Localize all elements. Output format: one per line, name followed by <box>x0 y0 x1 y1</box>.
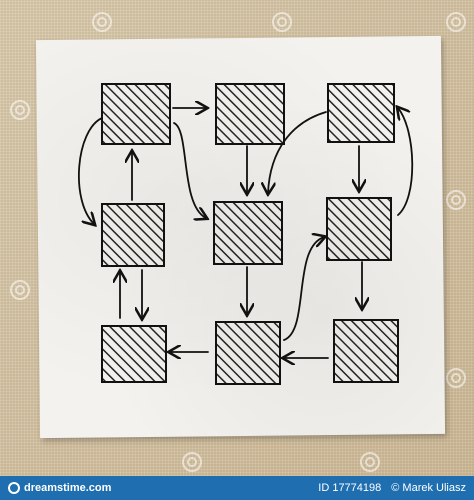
cyan-box-outline <box>333 319 399 383</box>
watermark-icon <box>10 100 30 120</box>
image-id: ID 17774198 <box>318 482 382 494</box>
pink-box <box>215 321 281 385</box>
cyan-box <box>333 319 399 383</box>
gray-box-outline <box>101 325 167 383</box>
red-box-hatching <box>102 84 170 144</box>
arrow-teal-to-yellow <box>268 111 327 193</box>
yellow-box <box>213 201 283 265</box>
teal-box-hatching <box>328 84 394 142</box>
green-box-outline <box>101 203 165 267</box>
pink-box-hatching <box>216 322 280 384</box>
watermark-icon <box>446 12 466 32</box>
pink-box-outline <box>215 321 281 385</box>
arrow-pink-to-orange <box>283 237 324 341</box>
blue-box-outline <box>215 83 285 145</box>
orange-box-outline <box>326 197 392 261</box>
gray-box <box>101 325 167 383</box>
footer-bar: dreamstime.com ID 17774198 © Marek Ulias… <box>0 476 474 500</box>
connector-arrows <box>78 108 414 358</box>
orange-box-hatching <box>327 198 391 260</box>
yellow-box-outline <box>213 201 283 265</box>
credit: ID 17774198 © Marek Uliasz <box>318 482 466 494</box>
red-box-outline <box>101 83 171 145</box>
watermark-icon <box>10 280 30 300</box>
cyan-box-hatching <box>334 320 398 382</box>
watermark-icon <box>446 368 466 388</box>
watermark-icon <box>446 190 466 210</box>
red-box <box>101 83 171 145</box>
watermark-icon <box>182 452 202 472</box>
yellow-box-hatching <box>214 202 282 264</box>
orange-box <box>326 197 392 261</box>
arrow-red-to-yellow <box>173 122 206 218</box>
watermark-icon <box>92 12 112 32</box>
blue-box <box>215 83 285 145</box>
teal-box <box>327 83 395 143</box>
brand[interactable]: dreamstime.com <box>8 482 111 494</box>
arrow-orange-to-teal <box>398 108 414 216</box>
flowchart-sketch <box>78 83 414 385</box>
arrow-red-to-green <box>78 117 103 224</box>
watermark-icon <box>272 12 292 32</box>
brand-name: dreamstime.com <box>24 482 112 494</box>
gray-box-hatching <box>102 326 166 382</box>
blue-box-hatching <box>216 84 284 144</box>
teal-box-outline <box>327 83 395 143</box>
watermark-icon <box>360 452 380 472</box>
green-box-hatching <box>102 204 164 266</box>
author: © Marek Uliasz <box>391 482 466 494</box>
green-box <box>101 203 165 267</box>
dreamstime-logo-icon <box>8 482 20 494</box>
